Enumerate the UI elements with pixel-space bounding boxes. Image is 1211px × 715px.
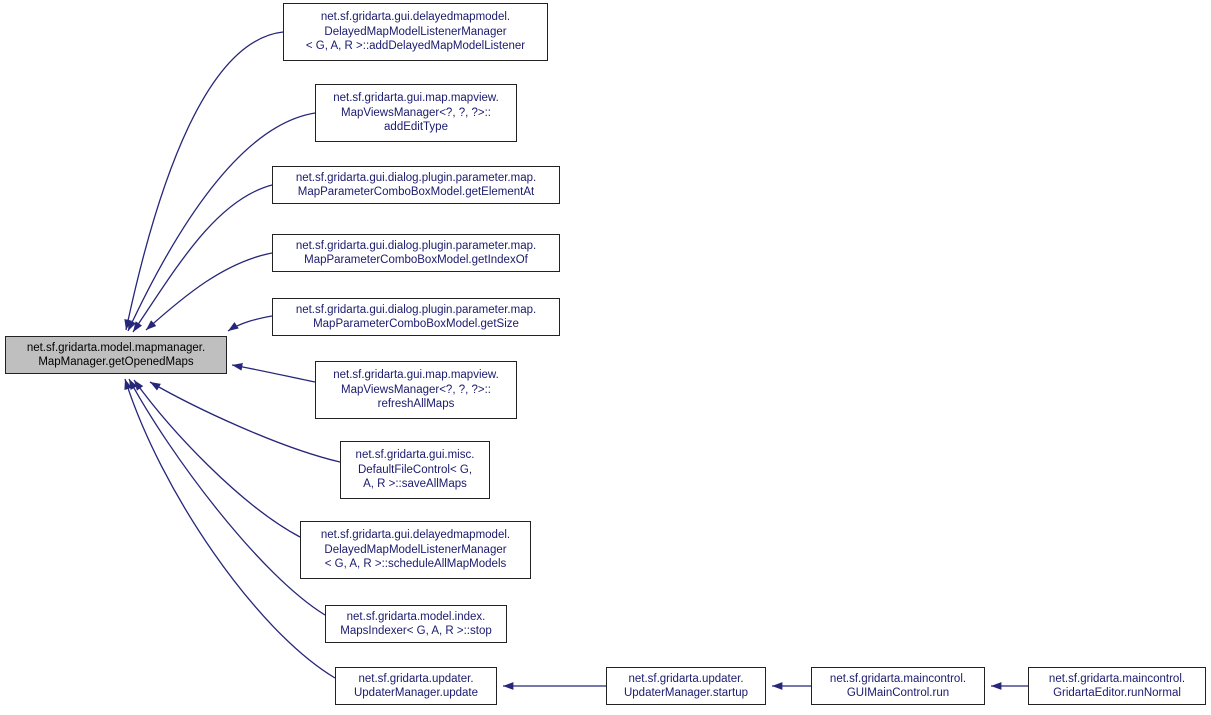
graph-node[interactable]: net.sf.gridarta.gui.map.mapview. MapView… <box>315 361 517 419</box>
graph-edge <box>127 112 316 332</box>
graph-node[interactable]: net.sf.gridarta.updater. UpdaterManager.… <box>606 667 766 705</box>
graph-node[interactable]: net.sf.gridarta.gui.delayedmapmodel. Del… <box>283 3 548 61</box>
graph-node[interactable]: net.sf.gridarta.gui.map.mapview. MapView… <box>315 84 517 142</box>
graph-edge <box>145 252 273 331</box>
graph-edge <box>124 378 336 679</box>
graph-edge <box>132 184 273 333</box>
graph-edge <box>227 315 273 332</box>
graph-edge <box>149 381 341 463</box>
graph-node[interactable]: net.sf.gridarta.maincontrol. GridartaEdi… <box>1028 667 1206 705</box>
graph-node-root[interactable]: net.sf.gridarta.model.mapmanager. MapMan… <box>5 336 227 374</box>
graph-node[interactable]: net.sf.gridarta.model.index. MapsIndexer… <box>325 605 507 643</box>
graph-node[interactable]: net.sf.gridarta.maincontrol. GUIMainCont… <box>811 667 985 705</box>
graph-edge <box>231 362 316 383</box>
graph-edge <box>128 378 326 616</box>
graph-node[interactable]: net.sf.gridarta.gui.dialog.plugin.parame… <box>272 234 560 272</box>
graph-node[interactable]: net.sf.gridarta.updater. UpdaterManager.… <box>335 667 497 705</box>
graph-node[interactable]: net.sf.gridarta.gui.dialog.plugin.parame… <box>272 166 560 204</box>
graph-node[interactable]: net.sf.gridarta.gui.delayedmapmodel. Del… <box>300 521 531 579</box>
graph-node[interactable]: net.sf.gridarta.gui.misc. DefaultFileCon… <box>340 441 490 499</box>
graph-edge <box>133 379 301 538</box>
graph-node[interactable]: net.sf.gridarta.gui.dialog.plugin.parame… <box>272 298 560 336</box>
graph-edge <box>124 31 284 331</box>
